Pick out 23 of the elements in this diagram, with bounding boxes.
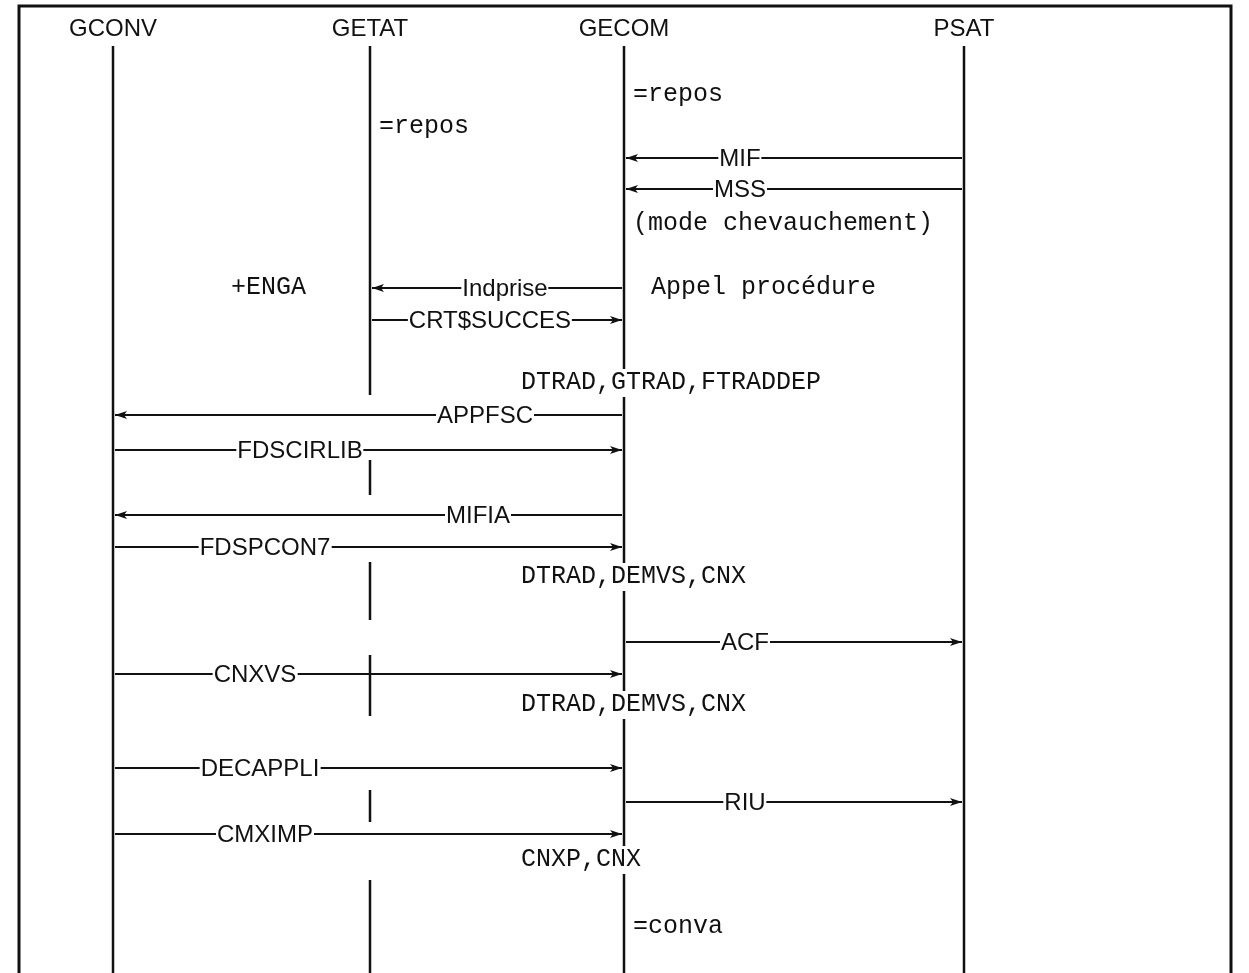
note-text: CNXP,CNX [520, 846, 643, 874]
participant-label: GCONV [69, 14, 157, 42]
message-arrow [115, 543, 622, 551]
message-arrow [626, 154, 962, 162]
message-arrow [115, 411, 622, 419]
message-arrow [626, 798, 962, 806]
message-arrow [115, 764, 622, 772]
note-text: DTRAD,GTRAD,FTRADDEP [520, 369, 823, 397]
participant-label: GECOM [578, 14, 670, 42]
note-text: DTRAD,DEMVS,CNX [520, 691, 748, 719]
message-arrow [372, 284, 622, 292]
message-label: Indprise [461, 276, 549, 300]
message-arrow [115, 446, 622, 454]
note-text: Appel procédure [650, 274, 878, 302]
message-arrow [626, 638, 962, 646]
participant-label: GETAT [331, 14, 409, 42]
participant-label: PSAT [933, 14, 995, 42]
message-label: CRT$SUCCES [407, 308, 573, 332]
note-text: DTRAD,DEMVS,CNX [520, 563, 748, 591]
message-arrow [115, 830, 622, 838]
message-arrow [115, 511, 622, 519]
message-arrow [626, 185, 962, 193]
message-arrow [115, 670, 622, 678]
